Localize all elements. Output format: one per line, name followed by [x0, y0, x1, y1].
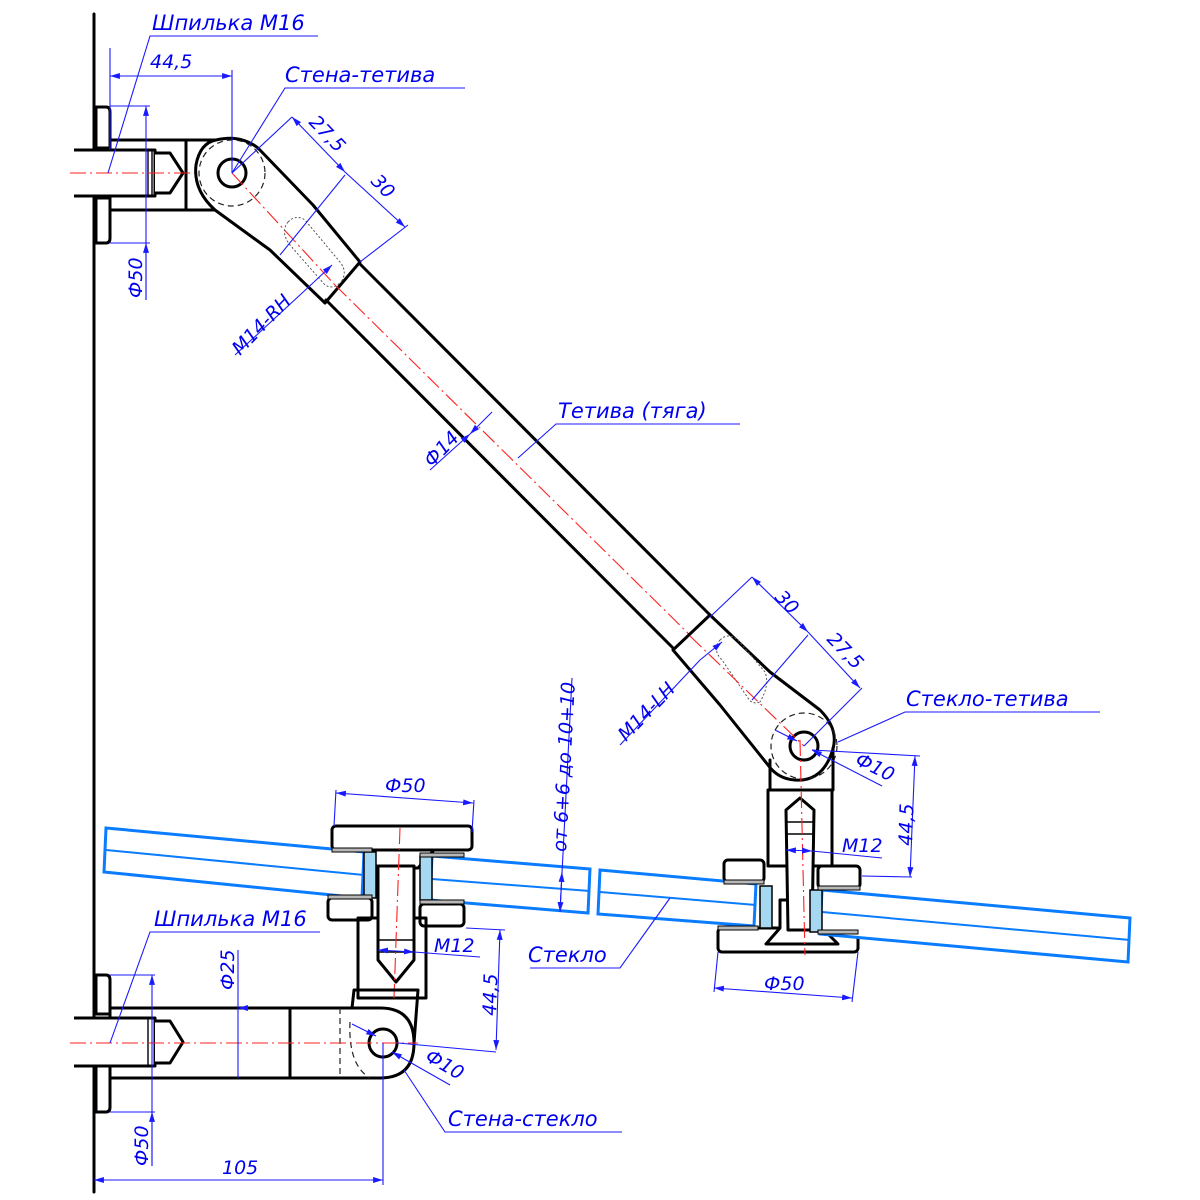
dim-height-left: 44,5 — [479, 973, 502, 1016]
dim-pin-left: Ф10 — [422, 1045, 468, 1084]
tension-rod — [324, 262, 714, 652]
dim-thread-left: M12 — [434, 935, 475, 957]
callout-wall-rod: Стена-тетива — [285, 63, 435, 87]
dim-fork-bottom-2: 27,5 — [822, 628, 867, 674]
dim-height-right: 44,5 — [895, 803, 918, 846]
dim-thread-lh: M14-LH — [614, 678, 680, 745]
dim-rod-diameter: Ф14 — [420, 427, 464, 471]
callout-wall-glass: Стена-стекло — [448, 1107, 598, 1131]
dim-top-offset: 44,5 — [150, 51, 192, 73]
top-fork — [194, 136, 362, 305]
callout-glass-rod: Стекло-тетива — [906, 687, 1069, 711]
callout-stud-bottom: Шпилька М16 — [154, 907, 307, 931]
glass-panes — [102, 826, 1132, 964]
dim-glass-thickness: от 6+6 до 10+10 — [549, 681, 580, 852]
callout-glass: Стекло — [528, 943, 607, 967]
bottom-fork — [671, 613, 838, 792]
dim-top-diameter: Ф50 — [125, 257, 147, 298]
dimension-lines — [94, 35, 1100, 1185]
dim-thread-rh: M14-RH — [228, 290, 296, 359]
dim-fork-top-2: 30 — [366, 170, 399, 203]
dim-clamp-left: Ф50 — [385, 775, 426, 797]
dim-fork-top-1: 27,5 — [304, 111, 349, 157]
dim-arm-length: 105 — [222, 1157, 258, 1179]
dim-thread-right: M12 — [842, 835, 883, 857]
dim-fork-bottom-1: 30 — [770, 586, 803, 619]
dim-clamp-right: Ф50 — [764, 973, 805, 995]
bottom-wall-bracket — [70, 973, 420, 1114]
dim-arm-diameter: Ф25 — [217, 949, 239, 990]
dim-bottom-diameter: Ф50 — [131, 1125, 153, 1166]
callout-stud-top: Шпилька М16 — [152, 11, 305, 35]
callout-rod: Тетива (тяга) — [558, 399, 707, 423]
